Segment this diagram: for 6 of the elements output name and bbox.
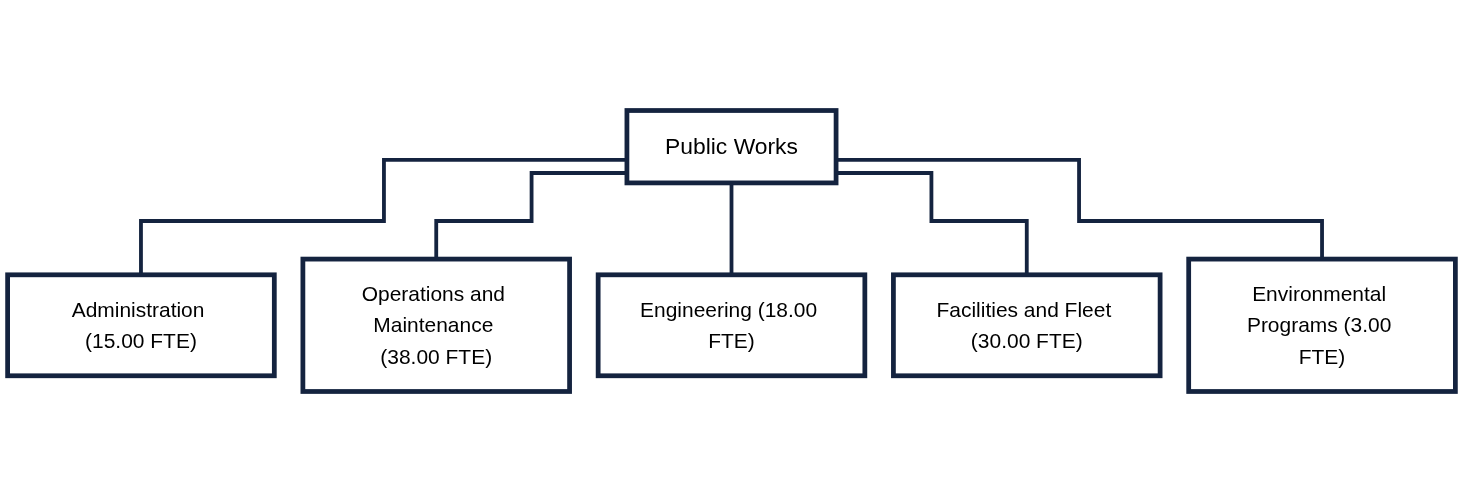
node-box: Administration (15.00 FTE)	[5, 272, 277, 379]
node-box: Public Works	[624, 108, 839, 186]
node-box: Operations and Maintenance (38.00 FTE)	[300, 256, 572, 394]
node-box: Engineering (18.00 FTE)	[595, 272, 868, 379]
node-box: Facilities and Fleet (30.00 FTE)	[891, 272, 1163, 379]
node-box: Environmental Programs (3.00 FTE)	[1186, 256, 1458, 394]
